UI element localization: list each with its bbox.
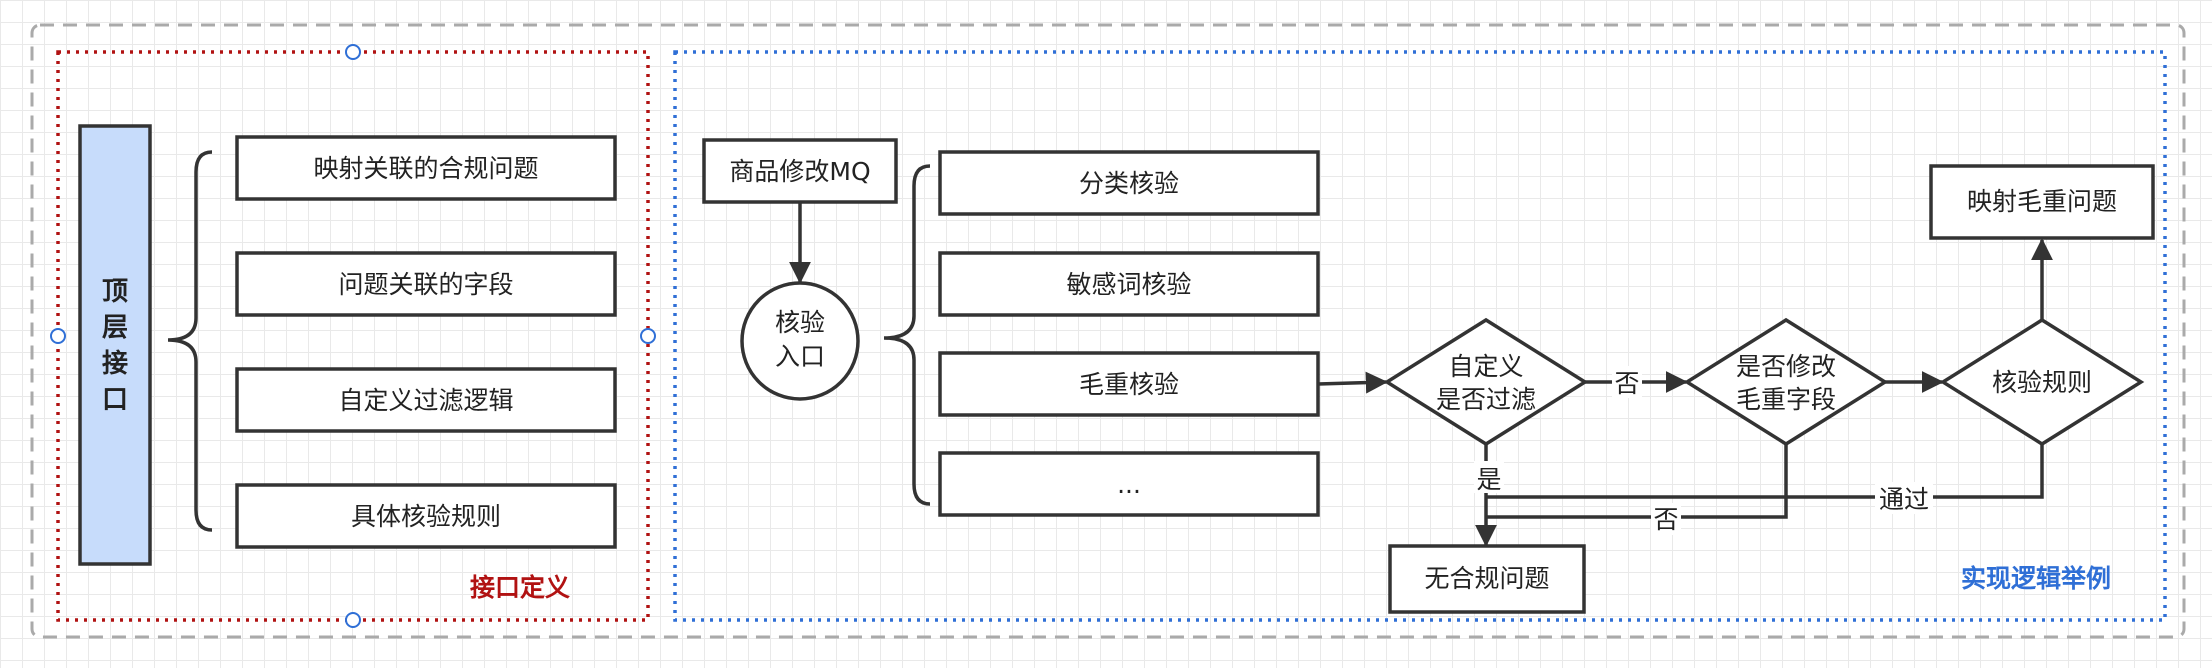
decision-filter-diamond[interactable] xyxy=(1383,317,1589,447)
check-box[interactable] xyxy=(938,251,1320,317)
interface-definition-section: 顶层接口 映射关联的合规问题 问题关联的字段 自定义过滤逻辑 具体核验规则 接口… xyxy=(50,44,656,628)
edge-label-modify-no: 否 xyxy=(1653,505,1678,534)
check-box[interactable] xyxy=(938,351,1320,417)
edge-label-bg xyxy=(1474,461,1504,493)
decision-filter-line2: 是否过滤 xyxy=(1436,385,1536,414)
top-interface-box[interactable] xyxy=(78,124,152,566)
interface-item-box[interactable] xyxy=(235,483,617,549)
edge-label-filter-yes: 是 xyxy=(1476,465,1501,494)
outer-container xyxy=(30,23,2186,639)
interface-section-title: 接口定义 xyxy=(470,573,570,602)
interface-item-label: 自定义过滤逻辑 xyxy=(338,386,513,415)
result-ok-label: 无合规问题 xyxy=(1424,564,1549,593)
decision-modify-line2: 毛重字段 xyxy=(1736,385,1836,414)
source-node-label: 商品修改MQ xyxy=(729,157,870,186)
top-interface-label-char: 口 xyxy=(102,385,128,415)
check-box[interactable] xyxy=(938,451,1320,517)
source-node-box[interactable] xyxy=(702,138,898,204)
check-label: 毛重核验 xyxy=(1079,370,1179,399)
selection-handle-right[interactable] xyxy=(640,328,656,344)
check-label: 敏感词核验 xyxy=(1066,270,1191,299)
decision-rule-diamond[interactable] xyxy=(1939,317,2145,447)
interface-item-box[interactable] xyxy=(235,251,617,317)
interface-item-box[interactable] xyxy=(235,367,617,433)
implementation-section-title: 实现逻辑举例 xyxy=(1961,564,2111,593)
top-interface-label-char: 顶 xyxy=(102,277,128,307)
edge-modify-no xyxy=(1486,444,1788,519)
result-issue-label: 映射毛重问题 xyxy=(1967,187,2117,216)
decision-filter-line1: 自定义 xyxy=(1448,352,1523,381)
result-issue-box[interactable] xyxy=(1929,164,2155,240)
edge-check-to-filter xyxy=(1317,371,1388,394)
selection-handle-left[interactable] xyxy=(50,328,66,344)
decision-rule-label: 核验规则 xyxy=(1992,368,2092,397)
check-box[interactable] xyxy=(938,150,1320,216)
implementation-section-border[interactable] xyxy=(673,50,2167,622)
interface-item-box[interactable] xyxy=(235,135,617,201)
edge-label-filter-no: 否 xyxy=(1614,369,1639,398)
interface-item-label: 具体核验规则 xyxy=(351,502,501,531)
edge-rule-pass xyxy=(1486,444,2044,499)
entry-node-line2: 入口 xyxy=(775,342,825,371)
result-ok-box[interactable] xyxy=(1388,544,1586,614)
edge-label-bg xyxy=(1875,482,1933,514)
interface-brace xyxy=(167,150,213,532)
checks-brace xyxy=(883,164,931,506)
entry-node-circle[interactable] xyxy=(740,281,860,401)
edge-label-bg xyxy=(1651,503,1681,535)
decision-modify-line1: 是否修改 xyxy=(1736,352,1836,381)
top-interface-label: 顶层接口 xyxy=(102,277,128,415)
interface-item-label: 映射关联的合规问题 xyxy=(313,154,538,183)
decision-modify-diamond[interactable] xyxy=(1683,317,1889,447)
interface-item-label: 问题关联的字段 xyxy=(338,270,513,299)
entry-node-line1: 核验 xyxy=(775,308,825,337)
selection-handle-top[interactable] xyxy=(345,44,361,60)
top-interface-label-char: 层 xyxy=(102,313,128,343)
check-label: 分类核验 xyxy=(1079,169,1179,198)
edge-label-bg xyxy=(1612,366,1642,398)
edge-label-rule-pass: 通过 xyxy=(1879,485,1929,514)
selection-handle-bottom[interactable] xyxy=(345,612,361,628)
check-label: ... xyxy=(1117,470,1141,499)
top-interface-label-char: 接 xyxy=(102,349,128,379)
implementation-section: 商品修改MQ 核验 入口 分类核验 敏感词核验 毛重核验 ... 自定义 是否过… xyxy=(673,50,2167,622)
